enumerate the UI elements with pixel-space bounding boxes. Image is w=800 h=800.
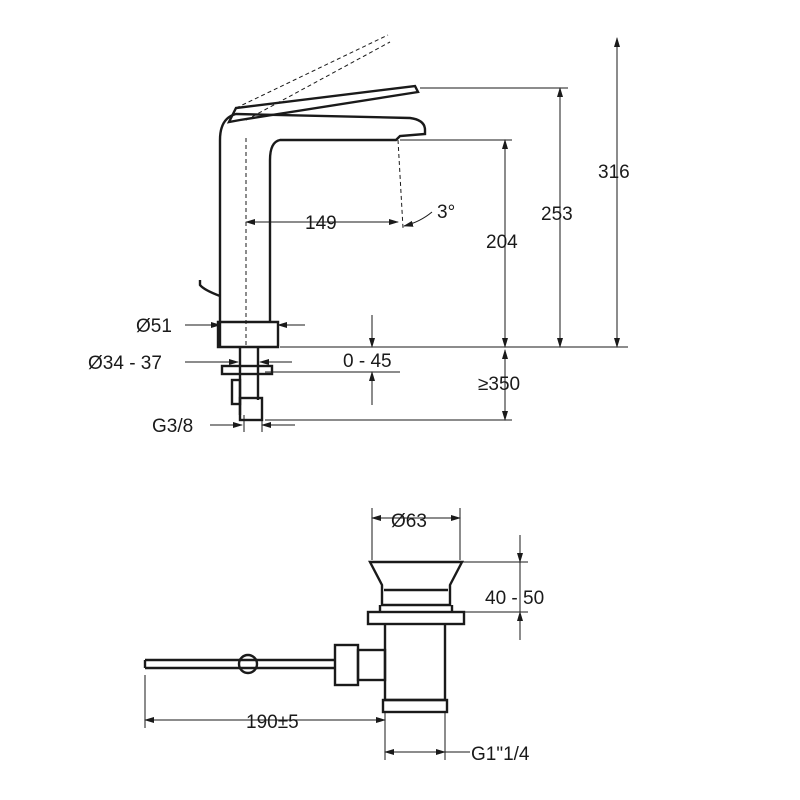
label-hose-length: ≥350 (478, 374, 520, 395)
label-flange-diameter: Ø63 (391, 511, 427, 532)
label-height-lever: 253 (541, 204, 573, 225)
label-rod-length: 190±5 (246, 712, 299, 733)
label-deck-thickness: 0 - 45 (343, 351, 392, 372)
label-hole-diameter: Ø34 - 37 (88, 353, 162, 374)
label-height-total: 316 (598, 162, 630, 183)
label-spout-angle: 3° (437, 202, 455, 223)
label-height-spout: 204 (486, 232, 518, 253)
faucet-dimensions (185, 37, 628, 432)
label-base-diameter: Ø51 (136, 316, 172, 337)
label-height-range: 40 - 50 (485, 588, 544, 609)
faucet-outline (198, 34, 427, 422)
drain-outline (143, 560, 466, 714)
label-connection: G3/8 (152, 416, 193, 437)
drain-dimensions (144, 508, 528, 760)
label-thread: G1"1/4 (471, 744, 530, 765)
label-reach: 149 (305, 213, 337, 234)
